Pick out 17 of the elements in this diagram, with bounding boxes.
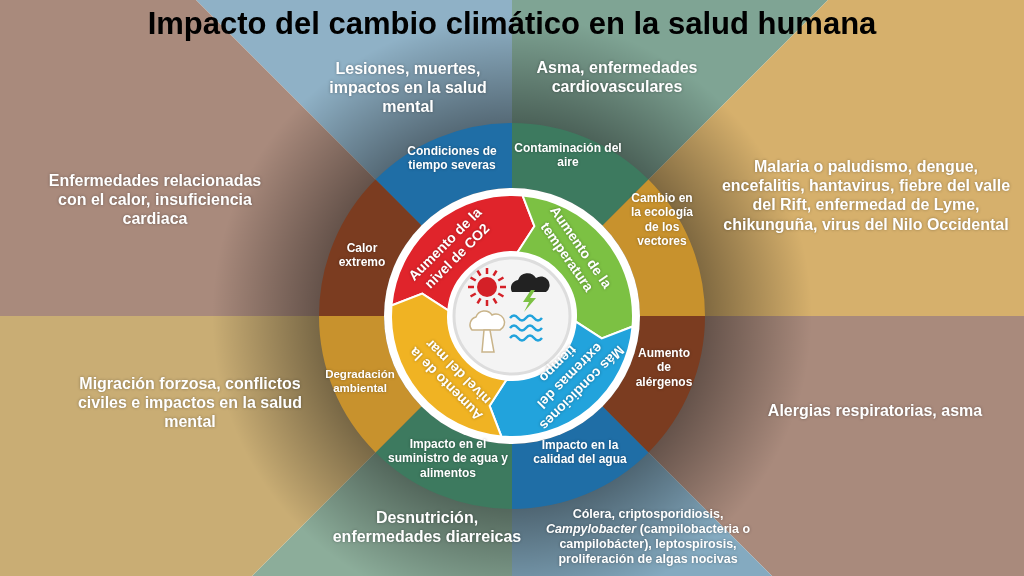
effect-label: Malaria o paludismo, dengue, encefalitis, hantavirus, fiebre del valle del Rift, enfermedad de Lyme, chikunguña, virus del Nilo Occidental [716,156,1016,234]
cause-label: Degradación ambiental [325,368,395,396]
cause-label: Condiciones de tiempo severas [397,143,507,173]
cause-label: Impacto en la calidad del agua [528,437,632,467]
cause-label: Contaminación del aire [513,140,623,170]
effect-label: Asma, enfermedades cardiovasculares [517,57,717,97]
title: Impacto del cambio climático en la salud humana [146,6,878,42]
cause-label: Impacto en el suministro de agua y alimentos [387,437,509,481]
cause-label: Calor extremo [329,240,395,270]
effect-label: Desnutrición, enfermedades diarreicas [327,507,527,547]
effect-label: Enfermedades relacionadas con el calor, insuficiencia cardiaca [47,171,263,229]
cause-label: Aumento de alérgenos [631,346,697,390]
effect-label: Cólera, criptosporidiosis, Campylobacter (campilobacteria o campilobácter), leptospirosis, proliferación de algas nocivas [533,507,763,567]
effect-label: Lesiones, muertes, impactos en la salud mental [313,59,503,117]
effect-label: Migración forzosa, conflictos civiles e impactos en la salud mental [75,374,305,432]
cause-label: Cambio en la ecología de los vectores [629,191,695,249]
effect-label: Alergias respiratorias, asma [735,401,1015,421]
